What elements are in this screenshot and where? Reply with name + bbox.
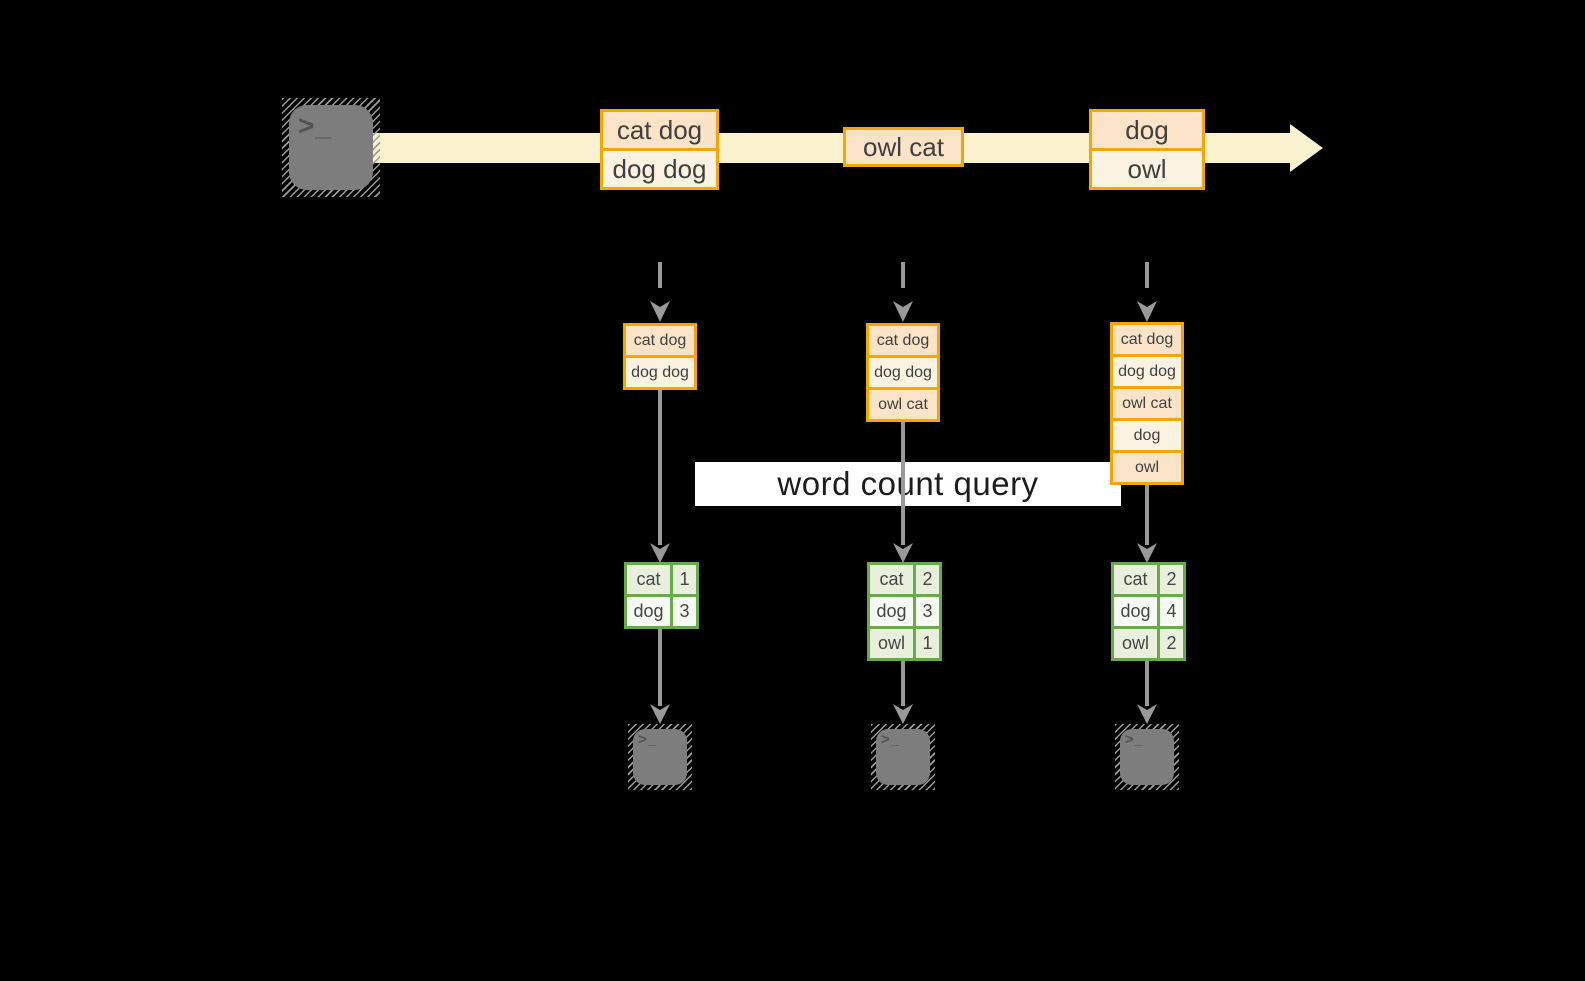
stream-batch-3: dog owl bbox=[1089, 109, 1205, 190]
output-arrow-2 bbox=[893, 658, 913, 724]
input-row: owl bbox=[1113, 450, 1181, 482]
count-value: 2 bbox=[1160, 629, 1183, 658]
dashed-trigger-arrow-3 bbox=[1137, 262, 1157, 322]
input-table-1: cat dog dog dog bbox=[623, 323, 697, 390]
output-terminal-icon-3: >_ bbox=[1115, 724, 1179, 790]
stream-item: dog bbox=[1092, 112, 1202, 148]
count-word: dog bbox=[870, 597, 913, 626]
dashed-trigger-arrow-1 bbox=[650, 262, 670, 322]
input-row: dog dog bbox=[626, 355, 694, 387]
count-value: 2 bbox=[916, 565, 939, 594]
word-count-table-1: cat 1 dog 3 bbox=[624, 562, 699, 629]
query-arrow-1 bbox=[650, 387, 670, 563]
terminal-prompt-icon: >_ bbox=[1125, 731, 1145, 748]
terminal-screen bbox=[633, 729, 687, 785]
count-word: owl bbox=[870, 629, 913, 658]
count-word: dog bbox=[627, 597, 670, 626]
terminal-prompt-icon: >_ bbox=[298, 110, 332, 141]
count-word: cat bbox=[627, 565, 670, 594]
output-terminal-icon-1: >_ bbox=[628, 724, 692, 790]
count-value: 1 bbox=[673, 565, 696, 594]
source-terminal-icon: >_ bbox=[282, 98, 380, 197]
stream-item: owl bbox=[1092, 148, 1202, 187]
stream-item: owl cat bbox=[846, 130, 961, 164]
input-row: dog dog bbox=[1113, 354, 1181, 386]
count-value: 2 bbox=[1160, 565, 1183, 594]
input-row: cat dog bbox=[626, 326, 694, 355]
stream-batch-2: owl cat bbox=[843, 127, 964, 167]
terminal-screen bbox=[289, 105, 373, 190]
terminal-prompt-icon: >_ bbox=[638, 731, 658, 748]
word-count-table-3: cat 2 dog 4 owl 2 bbox=[1111, 562, 1186, 661]
count-word: cat bbox=[870, 565, 913, 594]
count-word: dog bbox=[1114, 597, 1157, 626]
input-table-2: cat dog dog dog owl cat bbox=[866, 323, 940, 422]
output-arrow-1 bbox=[650, 629, 670, 724]
count-value: 4 bbox=[1160, 597, 1183, 626]
output-terminal-icon-2: >_ bbox=[871, 724, 935, 790]
query-label-band: word count query bbox=[695, 462, 1121, 506]
count-value: 1 bbox=[916, 629, 939, 658]
count-value: 3 bbox=[916, 597, 939, 626]
stream-timeline-arrowhead-icon bbox=[1290, 124, 1323, 172]
output-arrow-3 bbox=[1137, 658, 1157, 724]
input-row: owl cat bbox=[869, 387, 937, 419]
stream-item: dog dog bbox=[603, 148, 716, 187]
input-row: cat dog bbox=[869, 326, 937, 355]
stream-batch-1: cat dog dog dog bbox=[600, 109, 719, 190]
input-row: cat dog bbox=[1113, 325, 1181, 354]
terminal-prompt-icon: >_ bbox=[881, 731, 901, 748]
count-word: cat bbox=[1114, 565, 1157, 594]
count-word: owl bbox=[1114, 629, 1157, 658]
word-count-table-2: cat 2 dog 3 owl 1 bbox=[867, 562, 942, 661]
input-row: owl cat bbox=[1113, 386, 1181, 418]
input-table-3: cat dog dog dog owl cat dog owl bbox=[1110, 322, 1184, 485]
input-row: dog dog bbox=[869, 355, 937, 387]
count-value: 3 bbox=[673, 597, 696, 626]
query-arrow-2 bbox=[893, 419, 913, 563]
input-row: dog bbox=[1113, 418, 1181, 450]
dashed-trigger-arrow-2 bbox=[893, 262, 913, 322]
terminal-screen bbox=[876, 729, 930, 785]
stream-item: cat dog bbox=[603, 112, 716, 148]
query-arrow-3 bbox=[1137, 482, 1157, 563]
terminal-screen bbox=[1120, 729, 1174, 785]
query-label: word count query bbox=[777, 465, 1039, 502]
